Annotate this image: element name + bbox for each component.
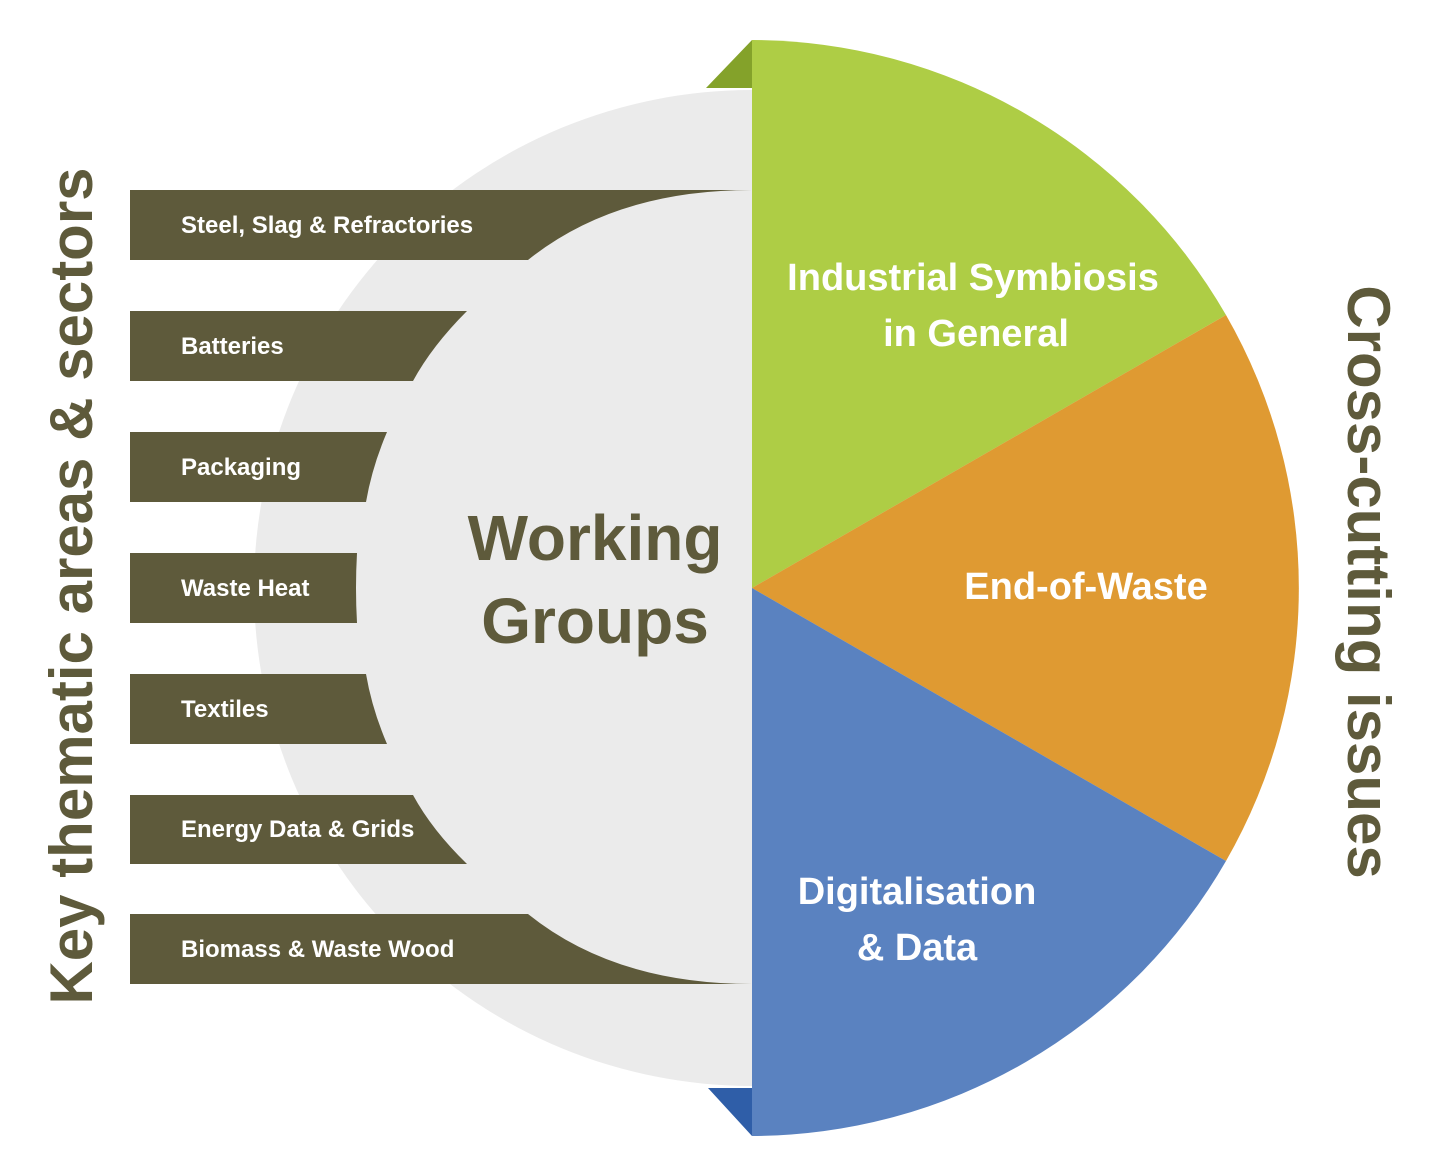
wedge-industrial-symbiosis: [752, 40, 1226, 588]
sector-band: [130, 795, 467, 864]
top-corner-triangle: [706, 40, 752, 88]
sector-label-textiles: Textiles: [181, 696, 269, 723]
center-label-line2: Groups: [481, 585, 709, 657]
bottom-corner-triangle: [708, 1088, 752, 1136]
sector-band: [130, 311, 467, 381]
sector-label-energy-data: Energy Data & Grids: [181, 816, 414, 843]
wedge-end-of-waste: [752, 315, 1299, 861]
sector-bands: [130, 190, 752, 984]
wedge-digitalisation: [752, 588, 1226, 1136]
center-label-line1: Working: [468, 502, 723, 574]
sector-band: [130, 914, 752, 984]
issue-label-digitalisation-line2: & Data: [857, 927, 978, 969]
sector-band: [130, 674, 387, 744]
sector-labels: Steel, Slag & Refractories Batteries Pac…: [181, 212, 473, 963]
sector-label-steel: Steel, Slag & Refractories: [181, 212, 473, 239]
issue-label-industrial-line2: in General: [883, 313, 1069, 355]
issue-label-end-of-waste: End-of-Waste: [964, 566, 1207, 608]
sector-label-waste-heat: Waste Heat: [181, 575, 309, 602]
issue-label-digitalisation-line1: Digitalisation: [798, 871, 1037, 913]
issue-label-industrial-line1: Industrial Symbiosis: [787, 257, 1159, 299]
sector-label-packaging: Packaging: [181, 454, 301, 481]
sector-label-batteries: Batteries: [181, 333, 284, 360]
sector-band: [130, 190, 752, 260]
sector-band: [130, 553, 357, 623]
left-title: Key thematic areas & sectors: [38, 167, 105, 1004]
sector-label-biomass: Biomass & Waste Wood: [181, 936, 454, 963]
sector-band: [130, 432, 387, 502]
right-title: Cross-cutting issues: [1335, 285, 1402, 878]
